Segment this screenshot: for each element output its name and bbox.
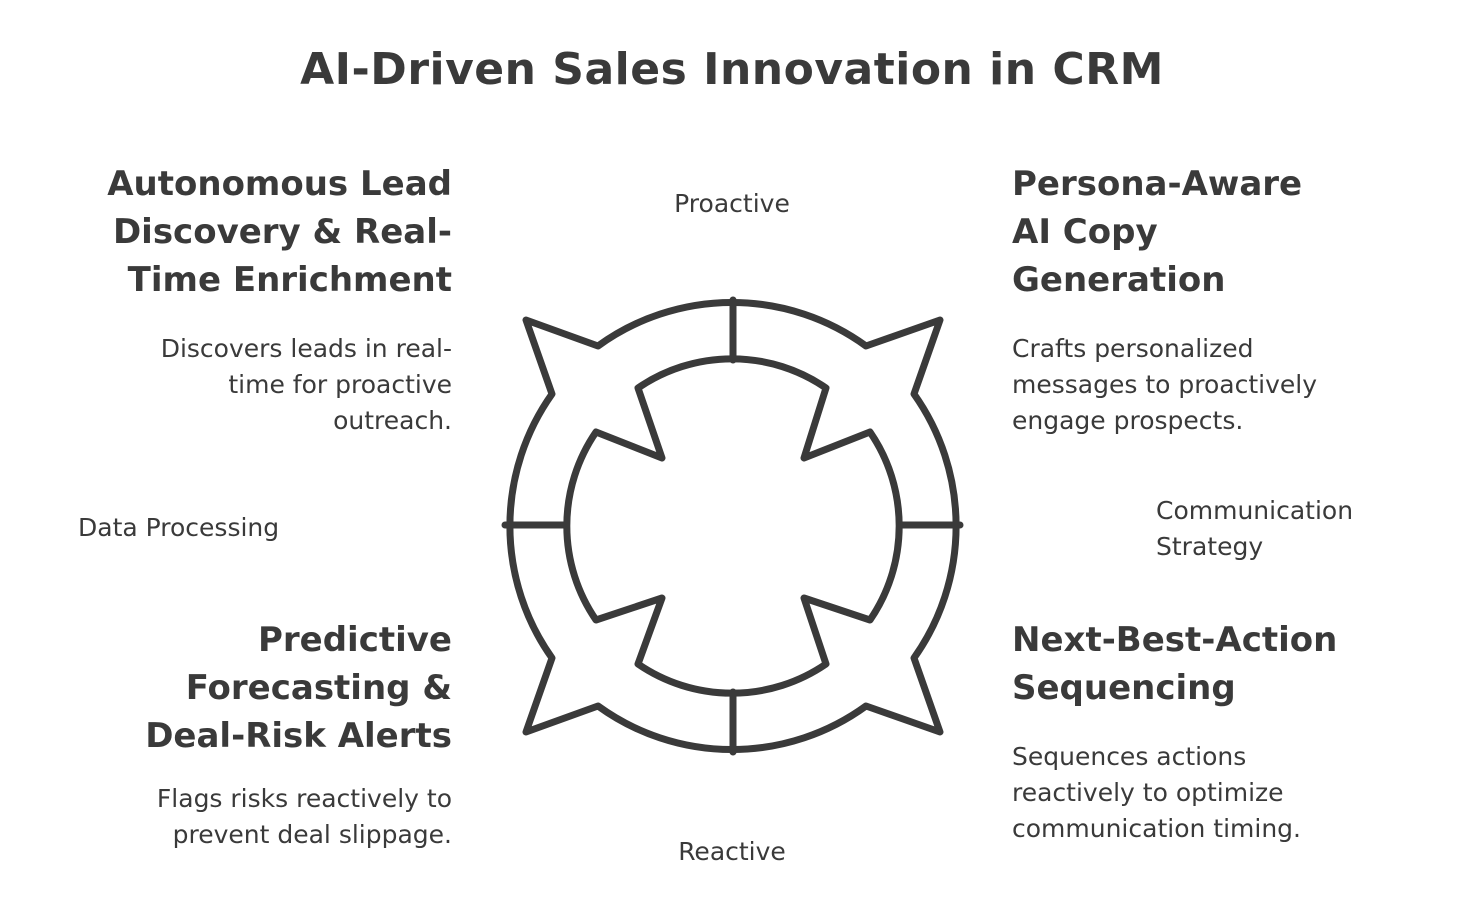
- quadrant-heading-next-best-action: Next-Best-Action Sequencing: [1012, 620, 1338, 708]
- quadrant-description-predictive-forecasting: Flags risks reactively to prevent deal s…: [156, 784, 452, 849]
- axis-label-reactive: Reactive: [678, 837, 786, 866]
- quadrant-heading-predictive-forecasting: Predictive Forecasting & Deal-Risk Alert…: [145, 620, 452, 756]
- axis-label-communication-strategy: Communication Strategy: [1156, 496, 1354, 561]
- quadrant-heading-lead-discovery: Autonomous Lead Discovery & Real- Time E…: [107, 164, 452, 300]
- outer-ring-shape: [506, 299, 960, 753]
- axis-label-proactive: Proactive: [674, 189, 790, 218]
- diagram-title: AI-Driven Sales Innovation in CRM: [300, 44, 1164, 95]
- quadrant-description-copy-generation: Crafts personalized messages to proactiv…: [1012, 334, 1317, 435]
- quadrant-heading-copy-generation: Persona-Aware AI Copy Generation: [1012, 164, 1303, 300]
- quadrant-description-next-best-action: Sequences actions reactively to optimize…: [1012, 742, 1301, 843]
- quadrant-description-lead-discovery: Discovers leads in real- time for proact…: [160, 334, 452, 435]
- inner-ring-shape: [563, 355, 903, 697]
- axis-label-data-processing: Data Processing: [78, 513, 280, 542]
